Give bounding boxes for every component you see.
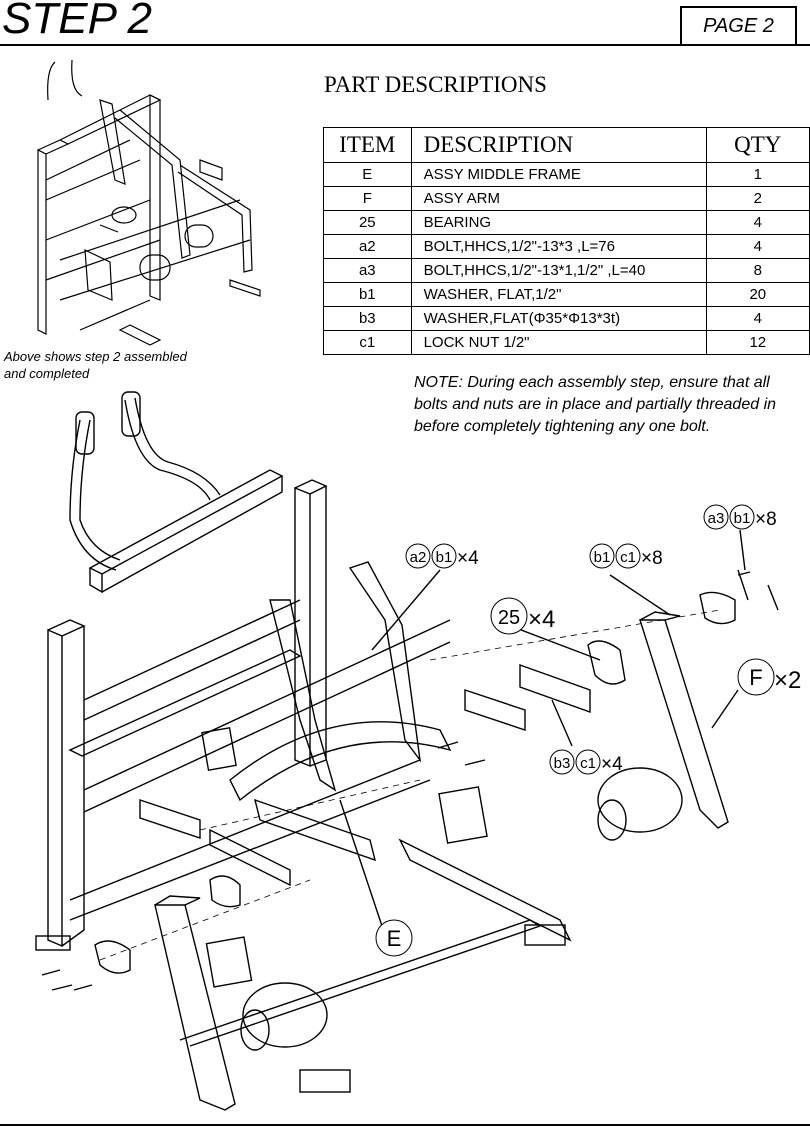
description-cell: WASHER,FLAT(Φ35*Φ13*3t) — [410, 306, 707, 331]
callout-c1-label: c1 — [620, 549, 636, 566]
page-label: PAGE 2 — [680, 6, 797, 44]
col-item-header: ITEM — [323, 127, 412, 163]
step-title: STEP 2 — [2, 0, 152, 43]
description-cell: ASSY ARM — [410, 186, 707, 211]
main-exploded-drawing — [35, 391, 779, 1111]
callout-multiplier: ×8 — [641, 548, 663, 569]
callout-multiplier: ×8 — [755, 509, 777, 530]
callout-a3-b1-x8: a3 b1 ×8 — [703, 504, 777, 530]
item-cell: c1 — [323, 330, 412, 355]
callout-25-x4: 25 ×4 — [490, 597, 555, 635]
thumbnail-caption: Above shows step 2 assembled and complet… — [4, 348, 187, 382]
callout-b1-label: b1 — [734, 510, 751, 527]
callout-b1-label: b1 — [594, 549, 611, 566]
qty-cell: 2 — [705, 186, 810, 211]
callout-multiplier: ×4 — [601, 754, 623, 775]
footer-rule — [0, 1124, 810, 1126]
item-cell: 25 — [323, 210, 412, 235]
description-cell: BEARING — [410, 210, 707, 235]
parts-title: PART DESCRIPTIONS — [324, 72, 547, 97]
callout-a2-label: a2 — [410, 549, 427, 566]
callout-b3-label: b3 — [554, 755, 571, 772]
callout-25-label: 25 — [498, 607, 520, 629]
qty-cell: 1 — [705, 162, 810, 187]
qty-cell: 8 — [705, 258, 810, 283]
description-cell: BOLT,HHCS,1/2"-13*1,1/2" ,L=40 — [410, 258, 707, 283]
qty-cell: 20 — [705, 282, 810, 307]
description-cell: BOLT,HHCS,1/2"-13*3 ,L=76 — [410, 234, 707, 259]
col-description-header: DESCRIPTION — [410, 127, 707, 163]
header-rule — [0, 44, 810, 46]
callout-a2-b1-x4: a2 b1 ×4 — [405, 543, 479, 569]
assembled-thumbnail — [37, 59, 261, 346]
callout-E-label: E — [387, 926, 402, 951]
callout-multiplier: ×4 — [528, 606, 555, 633]
assembly-note: NOTE: During each assembly step, ensure … — [414, 374, 777, 435]
callout-b1-c1-x8: b1 c1 ×8 — [589, 543, 663, 569]
callout-a3-label: a3 — [708, 510, 725, 527]
item-cell: a3 — [323, 258, 412, 283]
callout-F-x2: F ×2 — [737, 658, 801, 696]
callout-b1-label: b1 — [436, 549, 453, 566]
callout-c1-label: c1 — [580, 755, 596, 772]
caption-line-2: and completed — [4, 366, 90, 381]
caption-line-1: Above shows step 2 assembled — [4, 349, 187, 364]
description-cell: WASHER, FLAT,1/2" — [410, 282, 707, 307]
callout-multiplier: ×4 — [457, 548, 479, 569]
parts-header-row: ITEM DESCRIPTION QTY — [323, 127, 810, 163]
description-cell: LOCK NUT 1/2" — [410, 330, 707, 355]
item-cell: b3 — [323, 306, 412, 331]
callout-F-label: F — [749, 665, 762, 690]
callout-E: E — [375, 919, 413, 957]
callout-b3-c1-x4: b3 c1 ×4 — [549, 749, 623, 775]
item-cell: E — [323, 162, 412, 187]
qty-cell: 4 — [705, 234, 810, 259]
callout-multiplier: ×2 — [774, 667, 801, 694]
qty-cell: 12 — [705, 330, 810, 355]
